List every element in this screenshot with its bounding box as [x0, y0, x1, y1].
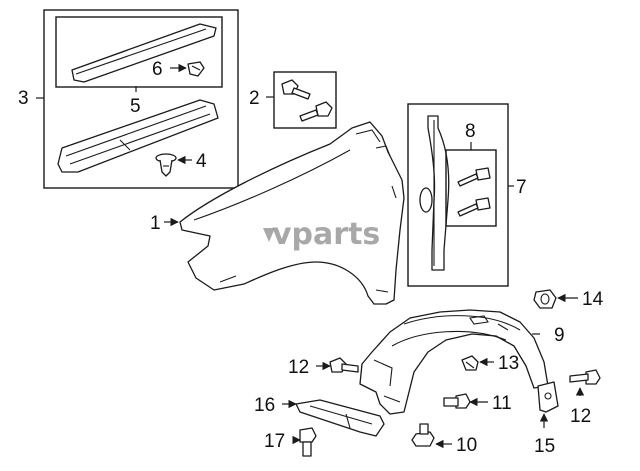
callout-3: 3 [18, 88, 29, 109]
callout-10: 10 [456, 435, 477, 456]
part-14-nut [533, 289, 557, 309]
callout-17: 17 [264, 431, 285, 452]
callout-11: 11 [492, 393, 512, 414]
callout-4: 4 [196, 151, 207, 172]
callout-leaders [164, 63, 585, 449]
group-2-box [266, 71, 337, 129]
callout-12-left: 12 [288, 357, 309, 378]
part-13-clip [461, 355, 479, 371]
part-5-molding-strip [71, 23, 217, 92]
callout-13: 13 [498, 353, 519, 374]
callout-7: 7 [516, 177, 527, 198]
part-16-splash-shield [295, 399, 385, 437]
part-12-bolt-right [569, 369, 601, 385]
callout-15: 15 [534, 436, 555, 457]
part-3-lower-molding [57, 99, 219, 173]
callout-6: 6 [152, 59, 163, 80]
watermark: vparts [263, 217, 380, 252]
group-7-box [407, 103, 514, 287]
part-4-push-clip [155, 153, 177, 177]
part-15-bracket [537, 381, 559, 413]
callout-numbers: 1 2 3 4 5 6 7 8 9 10 11 12 12 13 14 15 1… [18, 59, 604, 457]
callout-9: 9 [554, 325, 565, 346]
part-9-fender-liner [359, 309, 549, 415]
callout-12-right: 12 [570, 406, 591, 427]
callout-8: 8 [465, 121, 476, 142]
callout-14: 14 [582, 289, 604, 310]
callout-5: 5 [130, 96, 141, 117]
watermark-logo-icon [263, 228, 275, 242]
part-11-bolt [443, 393, 471, 409]
part-1-fender [179, 121, 405, 305]
watermark-text: vparts [272, 217, 380, 252]
part-12-bolt-left [329, 357, 359, 373]
callout-16: 16 [254, 395, 275, 416]
callout-2: 2 [249, 88, 260, 109]
part-10-bolt [411, 423, 435, 447]
callout-1: 1 [150, 213, 161, 234]
group-3-box [36, 9, 239, 189]
part-6-clip [187, 61, 205, 77]
part-17-bolt [299, 427, 317, 457]
